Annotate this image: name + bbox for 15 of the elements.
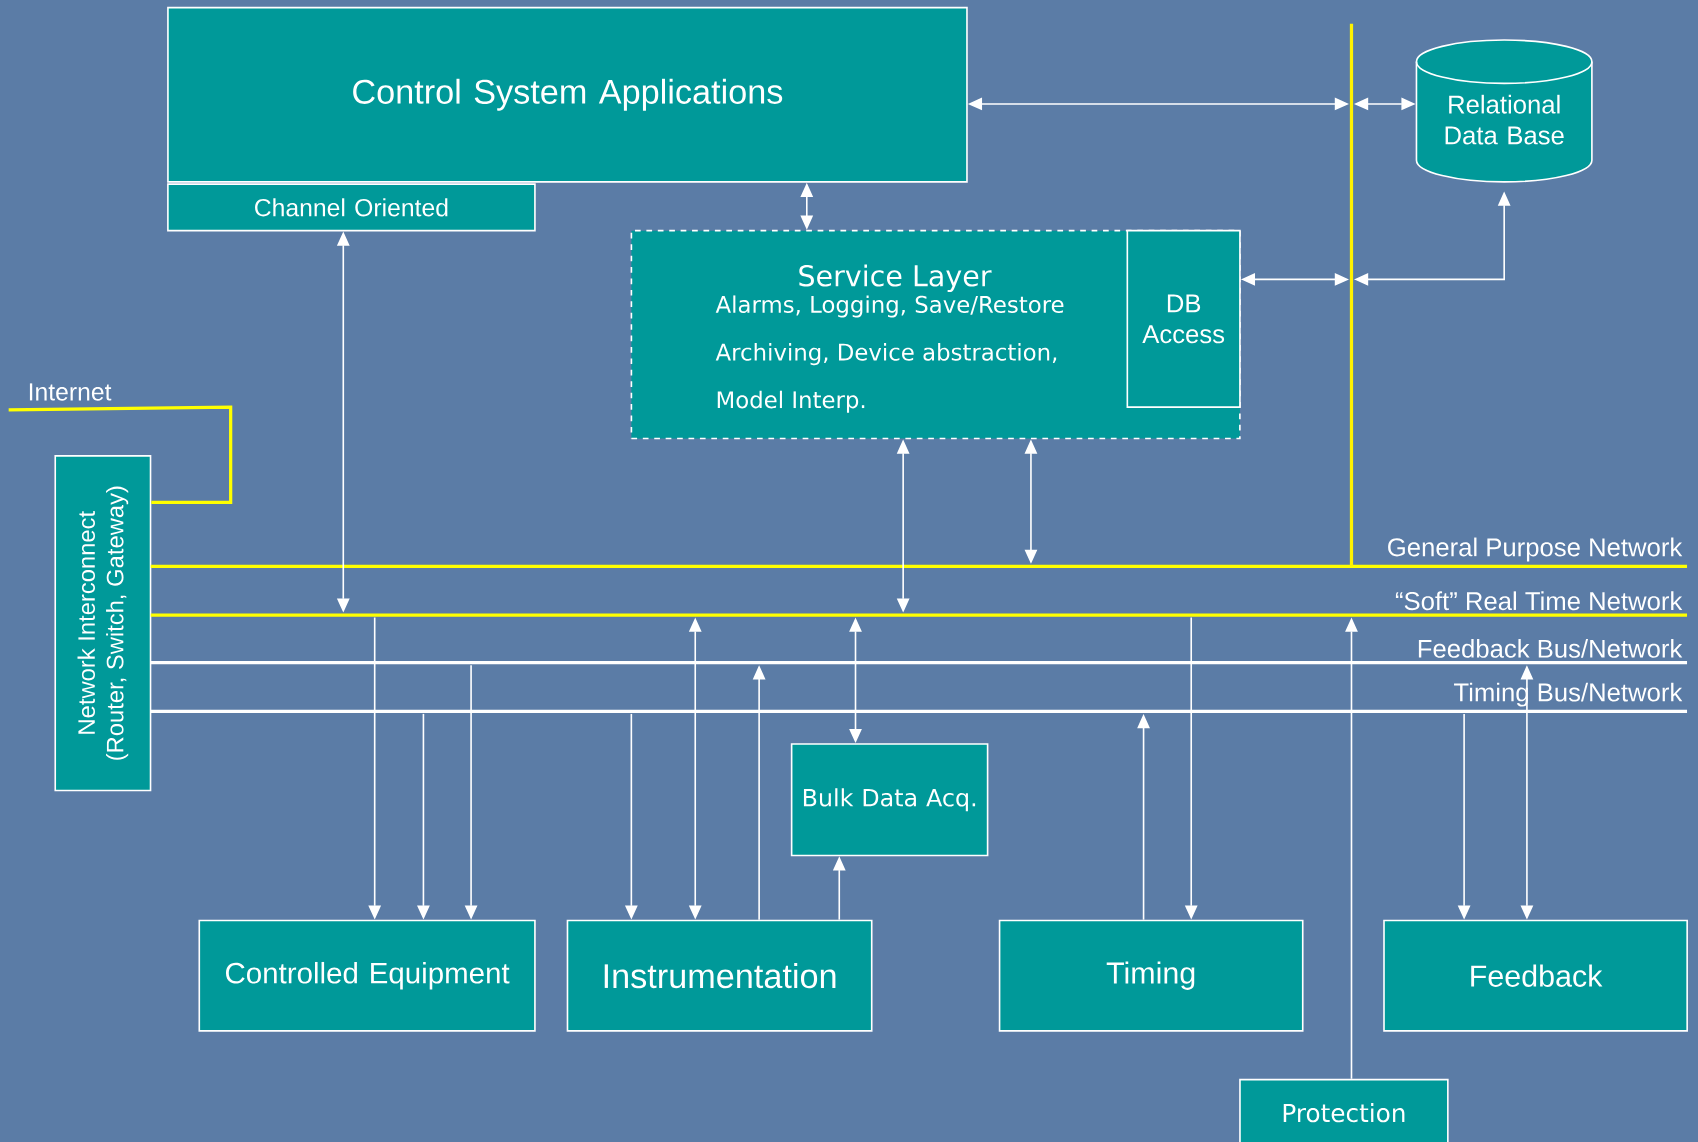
- layer-box: Channel Oriented: [167, 183, 536, 232]
- access-box: DB Access: [1126, 229, 1241, 408]
- bus-label: General Purpose Network: [1388, 537, 1683, 562]
- network-label: Internet: [29, 383, 112, 401]
- database-cylinder: Relational Data Base: [1415, 39, 1593, 183]
- network-bus: [1349, 23, 1354, 567]
- protection-box: Protection: [1239, 1078, 1449, 1142]
- equipment-box: Feedback: [1383, 919, 1688, 1032]
- acquisition-box: Bulk Data Acq.: [790, 742, 989, 857]
- equipment-box: Timing: [998, 919, 1304, 1032]
- equipment-box: Instrumentation: [566, 919, 873, 1032]
- bus-label: “Soft” Real Time Network: [1395, 591, 1683, 610]
- equipment-box: Controlled Equipment: [198, 919, 536, 1032]
- bus-label: Feedback Bus/Network: [1418, 638, 1683, 658]
- interconnect-box: Network Interconnect (Router, Switch, Gateway): [54, 454, 152, 792]
